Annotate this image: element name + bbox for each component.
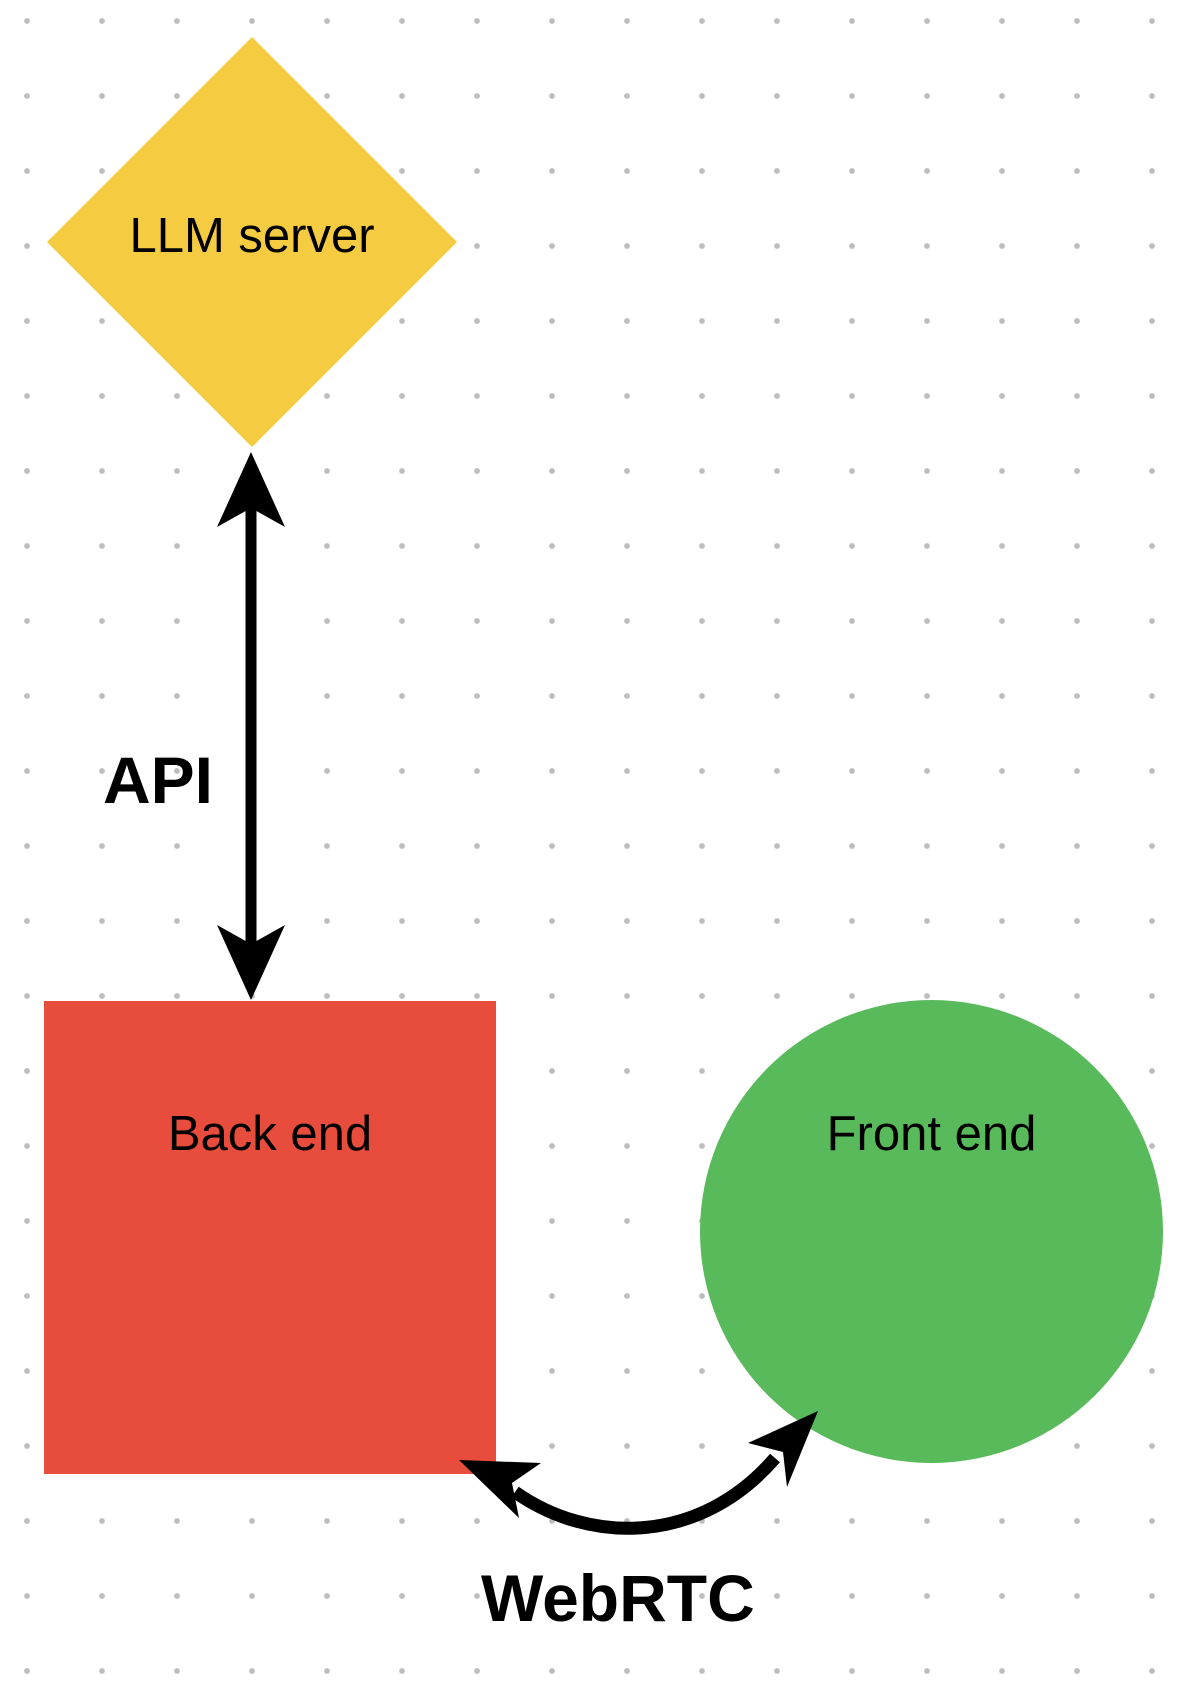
circle-icon [700,1000,1163,1463]
square-icon [44,1001,496,1474]
node-back-end-shape[interactable] [44,1001,496,1474]
node-front-end-label: Front end [826,1107,1037,1161]
edge-api-label: API [103,743,214,817]
node-llm-server-shape[interactable] [47,37,457,447]
node-front-end-shape[interactable] [700,1000,1163,1463]
node-llm-server-label: LLM server [129,209,375,263]
node-back-end-label: Back end [167,1107,373,1161]
diamond-icon [47,37,457,447]
edge-api-arrow[interactable] [217,452,285,1000]
edge-webrtc-label: WebRTC [481,1561,755,1635]
